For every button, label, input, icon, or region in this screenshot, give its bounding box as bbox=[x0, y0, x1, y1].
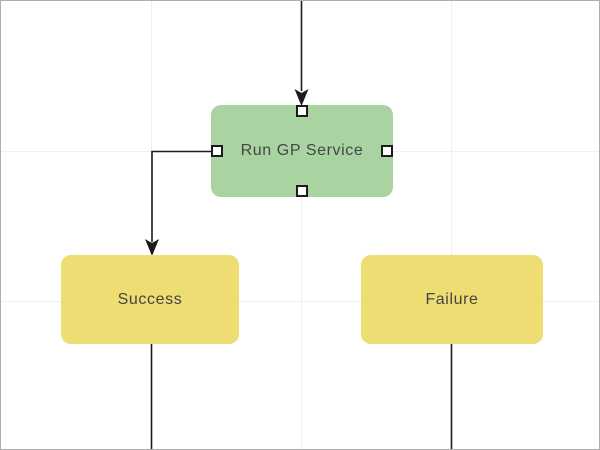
connector-line[interactable] bbox=[151, 150, 211, 243]
node-success[interactable]: Success bbox=[61, 255, 239, 344]
connector-top-to-run-gp-service[interactable] bbox=[294, 1, 309, 106]
connection-port-top-icon[interactable] bbox=[296, 105, 308, 117]
node-run-gp-service-label: Run GP Service bbox=[240, 142, 364, 159]
node-failure[interactable]: Failure bbox=[361, 255, 543, 344]
connection-port-bottom-icon[interactable] bbox=[296, 185, 308, 197]
node-failure-label: Failure bbox=[425, 290, 479, 308]
connection-port-left-icon[interactable] bbox=[211, 145, 223, 157]
connector-arrowhead-icon bbox=[145, 239, 159, 256]
connector-run-gp-service-to-success[interactable] bbox=[145, 150, 211, 257]
node-success-label: Success bbox=[117, 290, 183, 308]
node-run-gp-service[interactable]: Run GP Service bbox=[211, 105, 393, 197]
connection-port-right-icon[interactable] bbox=[381, 145, 393, 157]
connector-arrowhead-icon bbox=[294, 89, 309, 106]
